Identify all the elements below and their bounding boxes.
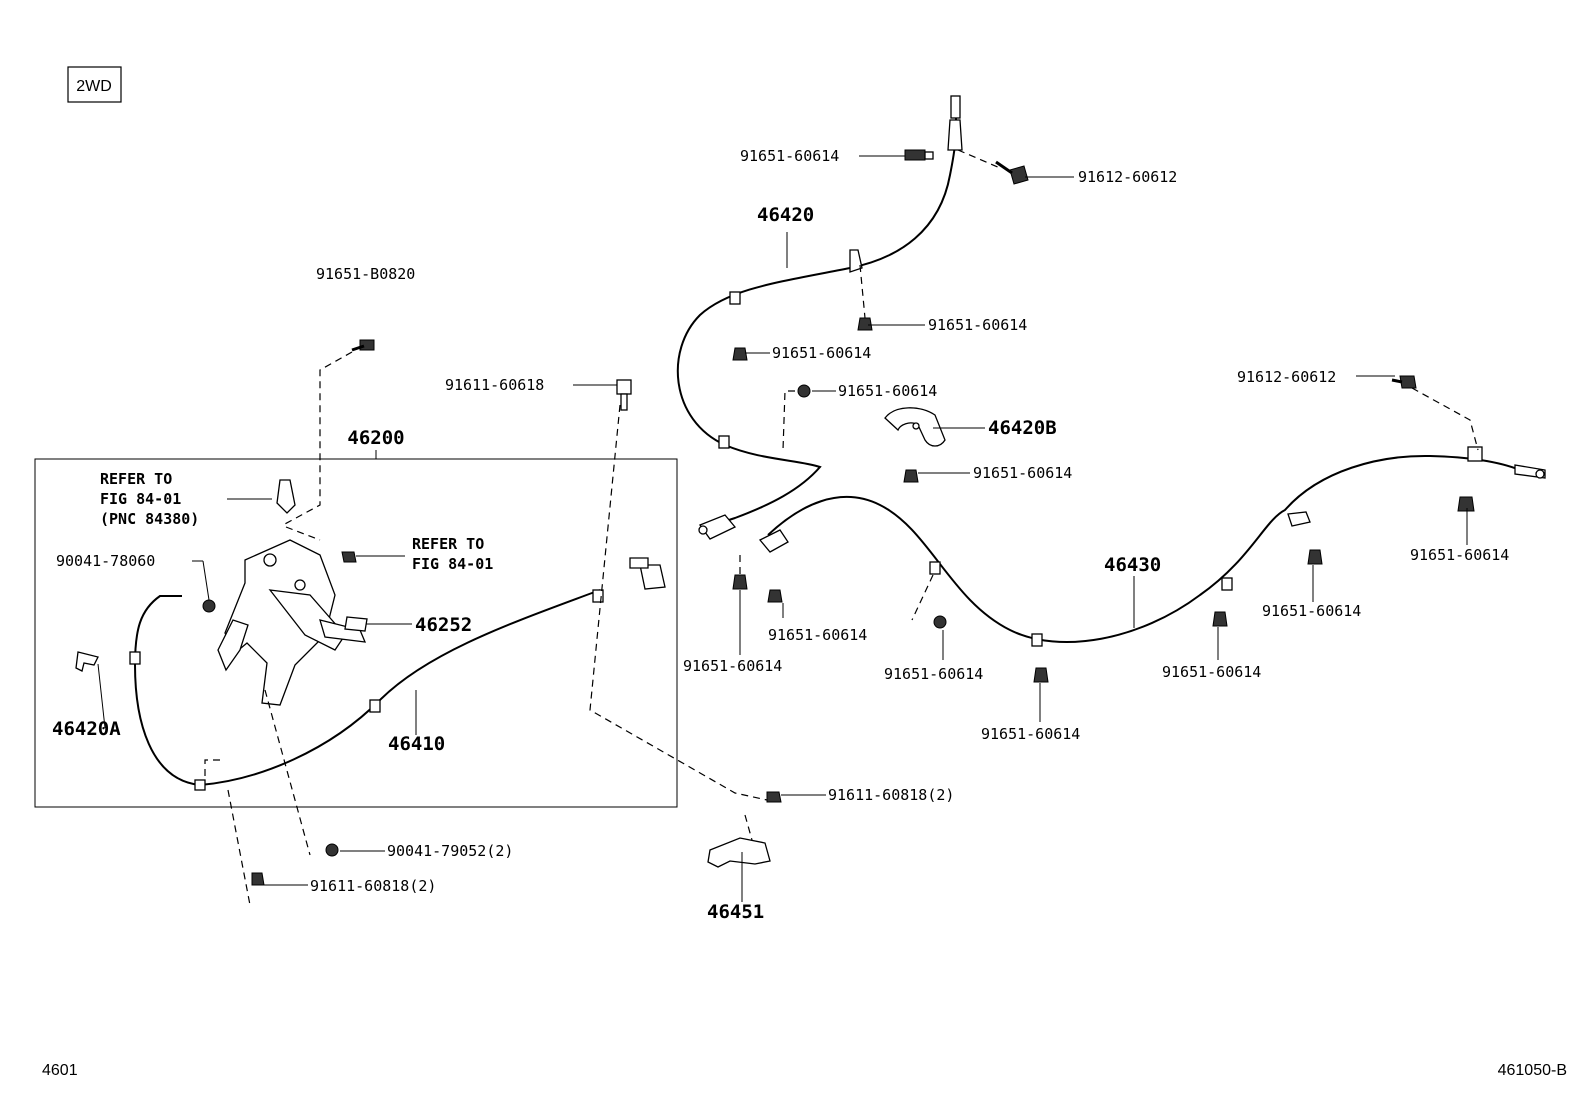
part-number-label: 90041-79052(2) <box>387 842 513 860</box>
refer-note-1: FIG 84-01 <box>100 490 181 508</box>
footer-left-code: 4601 <box>42 1062 78 1079</box>
part-number-label: 91651-60614 <box>838 382 937 400</box>
pad-46252-icon <box>344 616 368 632</box>
assembly-label: 46252 <box>415 614 472 636</box>
part-number-label: 91611-60618 <box>445 376 544 394</box>
part-number-label: 90041-78060 <box>56 552 155 570</box>
part-number-label: 91612-60612 <box>1078 168 1177 186</box>
part-number-label: 91612-60612 <box>1237 368 1336 386</box>
refer-note-2: FIG 84-01 <box>412 555 493 573</box>
assembly-label: 46420 <box>757 204 814 226</box>
cable-ends <box>629 95 1546 590</box>
assembly-label: 46451 <box>707 901 764 923</box>
variant-tag: 2WD <box>76 78 112 95</box>
footer-right-code: 461050-B <box>1498 1062 1567 1079</box>
refer-note-1: (PNC 84380) <box>100 510 199 528</box>
leader-lines <box>97 155 1468 902</box>
part-number-label: 91611-60818(2) <box>828 786 954 804</box>
refer-note-1: REFER TO <box>100 470 172 488</box>
part-number-label: 91651-60614 <box>1262 602 1361 620</box>
label-46200: 46200 <box>347 427 404 449</box>
part-number-label: 91651-60614 <box>772 344 871 362</box>
part-number-label: 91651-60614 <box>884 665 983 683</box>
part-number-label: 91651-60614 <box>1162 663 1261 681</box>
part-number-label: 91651-60614 <box>740 147 839 165</box>
assembly-label: 46420A <box>52 718 121 740</box>
fastener-icons <box>202 149 1475 886</box>
clip-46420a-icon <box>75 651 99 672</box>
assembly-label: 46410 <box>388 733 445 755</box>
cable-46420 <box>676 104 958 529</box>
part-number-label: 91651-60614 <box>973 464 1072 482</box>
part-number-label: 91651-B0820 <box>316 265 415 283</box>
assembly-box-46200 <box>34 458 678 808</box>
clip-46420b-icon <box>884 407 946 447</box>
bracket-46451-icon <box>707 837 771 868</box>
part-number-label: 91651-60614 <box>981 725 1080 743</box>
part-number-label: 91611-60818(2) <box>310 877 436 895</box>
part-number-label: 91651-60614 <box>768 626 867 644</box>
cable-clamps <box>129 249 1483 791</box>
pedal-assembly-icon <box>217 479 367 706</box>
cable-46430 <box>767 454 1521 644</box>
refer-note-2: REFER TO <box>412 535 484 553</box>
assembly-label: 46420B <box>988 417 1057 439</box>
part-number-label: 91651-60614 <box>928 316 1027 334</box>
variant-tag-box <box>67 66 122 103</box>
dashed-guides <box>204 149 1479 906</box>
part-number-label: 91651-60614 <box>1410 546 1509 564</box>
part-number-label: 91651-60614 <box>683 657 782 675</box>
assembly-label: 46430 <box>1104 554 1161 576</box>
